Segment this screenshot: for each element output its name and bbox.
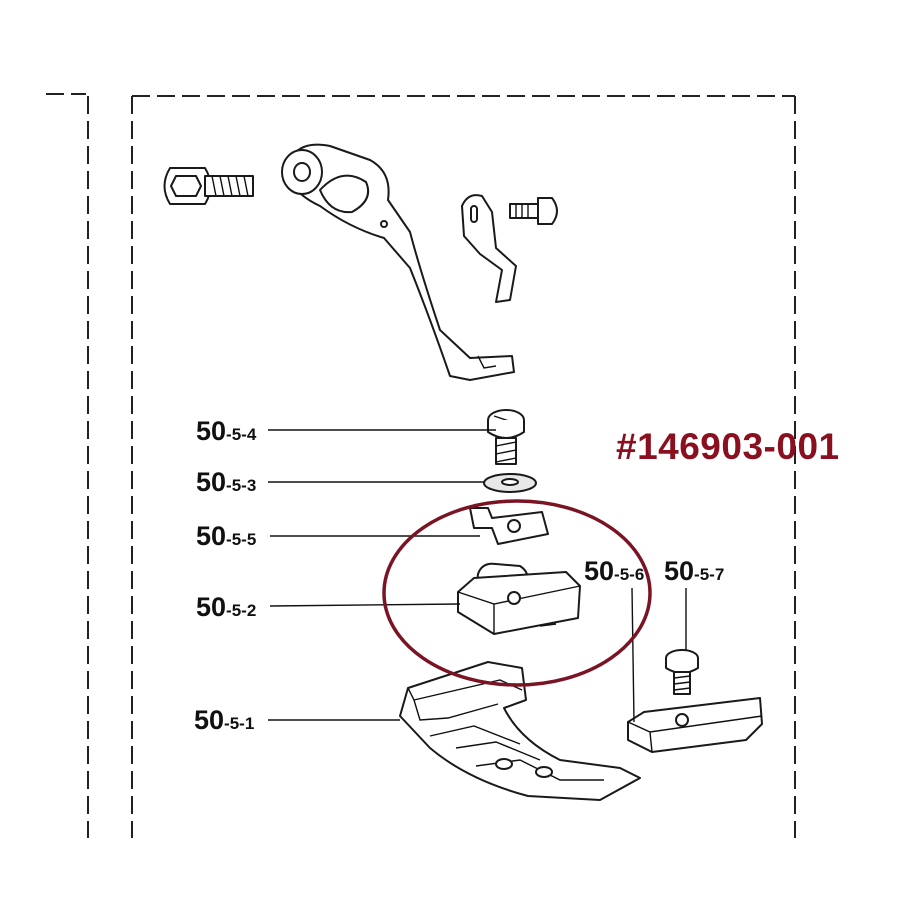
label-screw: 50-5-4 [196, 416, 257, 446]
label-suffix: -5-6 [614, 565, 644, 584]
highlight-circle [382, 499, 652, 687]
label-prefix: 50 [194, 705, 224, 735]
washer-icon [483, 473, 537, 493]
label-prefix: 50 [196, 592, 226, 622]
presser-arm-icon [281, 143, 515, 381]
part-number-title: #146903-001 [616, 426, 840, 467]
guide-icon [627, 697, 763, 753]
label-suffix: -5-5 [226, 530, 256, 549]
guide-screw-icon [665, 649, 699, 695]
label-prefix: 50 [664, 556, 694, 586]
label-plate: 50-5-5 [196, 521, 256, 551]
label-guide: 50-5-6 [584, 556, 644, 586]
small-screw-icon [509, 197, 558, 225]
link-plate-icon [461, 194, 517, 303]
label-suffix: -5-4 [226, 425, 257, 444]
label-suffix: -5-7 [694, 565, 724, 584]
label-foot: 50-5-1 [194, 705, 254, 735]
screw-icon [487, 409, 525, 465]
label-guide-screw: 50-5-7 [664, 556, 724, 586]
plate-icon [469, 507, 549, 545]
label-block: 50-5-2 [196, 592, 256, 622]
label-suffix: -5-2 [226, 601, 256, 620]
presser-foot-icon [399, 661, 641, 801]
block-icon [457, 562, 581, 635]
leader-lines [268, 429, 687, 723]
label-prefix: 50 [584, 556, 614, 586]
label-prefix: 50 [196, 416, 226, 446]
label-suffix: -5-3 [226, 476, 256, 495]
cap-screw-icon [163, 167, 254, 205]
label-suffix: -5-1 [224, 714, 254, 733]
label-washer: 50-5-3 [196, 467, 256, 497]
label-prefix: 50 [196, 467, 226, 497]
dashed-frame [46, 93, 796, 838]
label-prefix: 50 [196, 521, 226, 551]
